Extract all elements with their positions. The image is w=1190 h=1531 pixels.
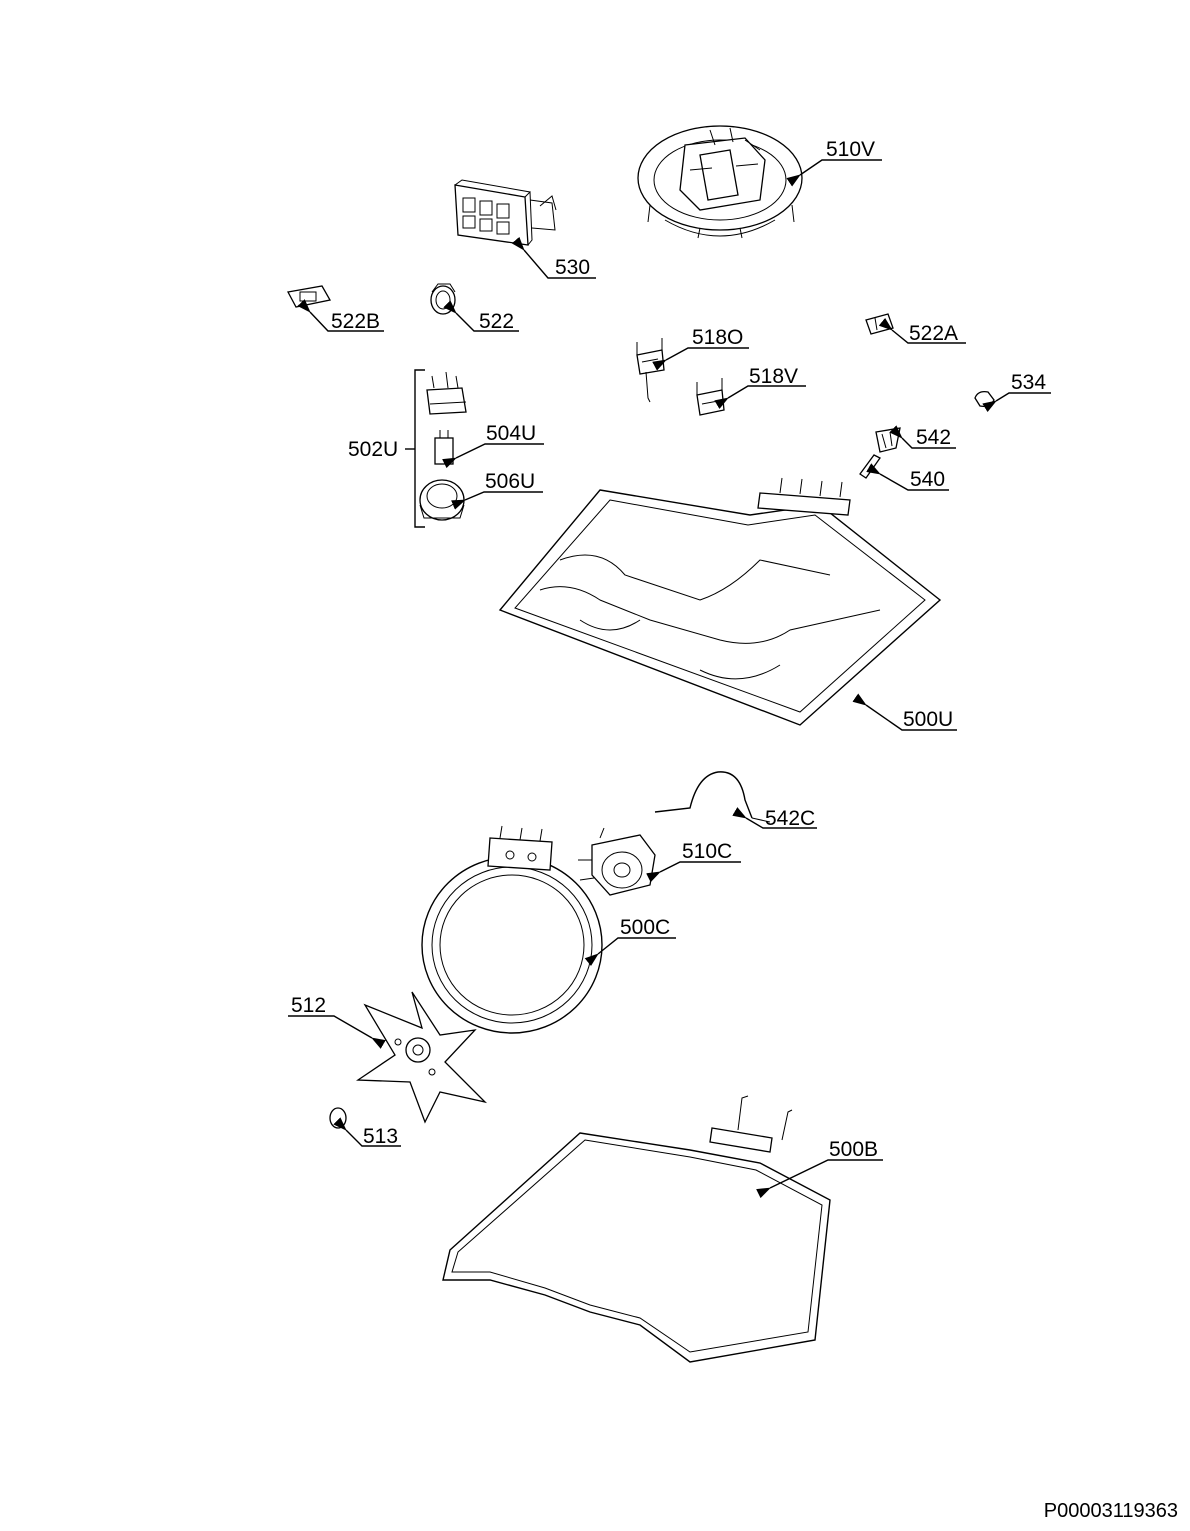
- label-510V: 510V: [826, 138, 875, 161]
- label-518V: 518V: [749, 365, 798, 388]
- label-540: 540: [910, 468, 945, 491]
- label-500C: 500C: [620, 916, 670, 939]
- label-510C: 510C: [682, 840, 732, 863]
- circular-fan-motor-510C: [578, 827, 656, 896]
- lamp-socket-504U: [434, 430, 454, 465]
- lamp-cover-506U: [419, 479, 465, 521]
- callout-labels: 510V 530 522B 522 518O 522A 518V 534 502…: [291, 138, 1046, 1161]
- clip-542: [875, 427, 901, 453]
- nut-513: [329, 1107, 347, 1129]
- label-500B: 500B: [829, 1138, 878, 1161]
- label-518O: 518O: [692, 326, 743, 349]
- label-522: 522: [479, 310, 514, 333]
- thermostat-clip-518V: [696, 378, 725, 416]
- label-534: 534: [1011, 371, 1046, 394]
- thermostat-clip-518O: [636, 338, 665, 403]
- label-512: 512: [291, 994, 326, 1017]
- bottom-element-500B: [442, 1095, 831, 1363]
- label-513: 513: [363, 1125, 398, 1148]
- label-504U: 504U: [486, 422, 536, 445]
- label-530: 530: [555, 256, 590, 279]
- lamp-assembly-bracket-502U: [405, 369, 425, 528]
- reference-code: P00003119363: [1043, 1500, 1178, 1522]
- label-500U: 500U: [903, 708, 953, 731]
- bracket-522B: [287, 285, 332, 308]
- leader-lines: [288, 159, 1051, 1199]
- label-542: 542: [916, 426, 951, 449]
- label-502U: 502U: [348, 438, 398, 461]
- label-542C: 542C: [765, 807, 815, 830]
- lamp-holder-522: [430, 283, 456, 315]
- circular-element-500C: [421, 825, 603, 1034]
- convection-fan-assembly-510V: [637, 125, 803, 239]
- fan-blade-512: [355, 991, 488, 1124]
- top-grill-element-500U: [498, 477, 942, 726]
- lamp-socket-top: [426, 371, 467, 415]
- bracket-522A: [865, 313, 894, 335]
- label-506U: 506U: [485, 470, 535, 493]
- sensor-wire-542C: [654, 771, 771, 823]
- label-522B: 522B: [331, 310, 380, 333]
- label-522A: 522A: [909, 322, 958, 345]
- gasket-540: [859, 454, 881, 479]
- bulb-534: [974, 390, 995, 408]
- terminal-block-530: [454, 179, 557, 246]
